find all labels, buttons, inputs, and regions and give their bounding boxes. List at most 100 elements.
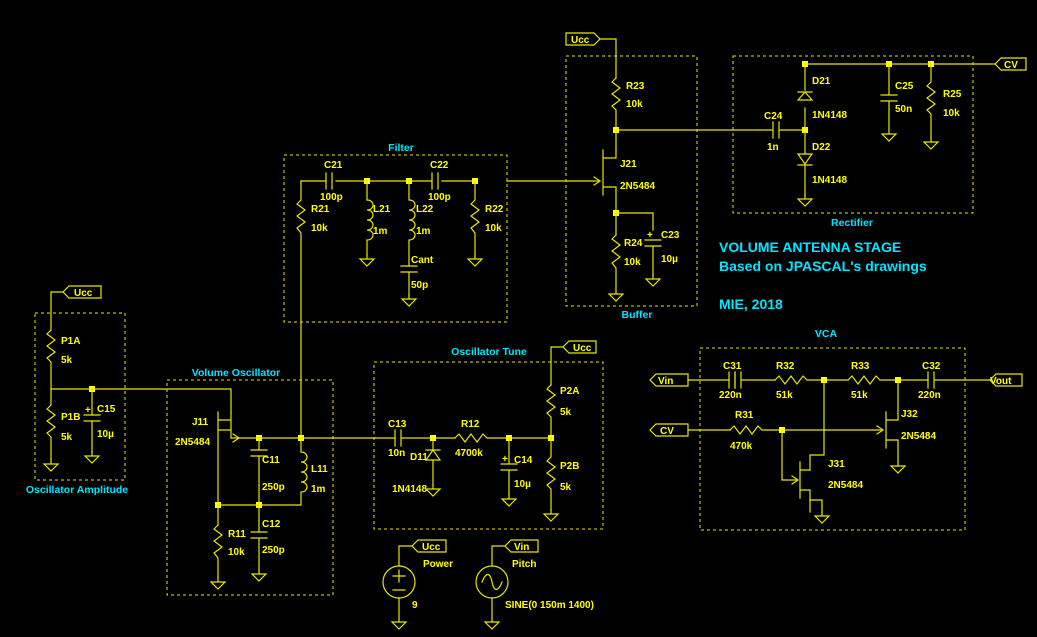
r22-value-label: 10k (485, 223, 502, 234)
svg-text:+: + (647, 230, 653, 241)
diode-D11 (424, 437, 442, 486)
resistor-R24 (611, 234, 621, 291)
cant-ref-label: Cant (411, 255, 434, 266)
c23-value-label: 10µ (661, 254, 678, 265)
ucc-flag-buffer: Ucc (565, 32, 601, 46)
c25-ref-label: C25 (895, 81, 914, 92)
c21-ref-label: C21 (324, 160, 343, 171)
p2a-value-label: 5k (560, 407, 572, 418)
vin-flag-pitch: Vin (504, 539, 539, 553)
capacitor-C11 (250, 449, 268, 506)
l22-ref-label: L22 (416, 204, 434, 215)
r22-ref-label: R22 (485, 204, 504, 215)
d21-value-label: 1N4148 (812, 110, 847, 121)
jfet-J32 (876, 379, 899, 463)
j31-ref-label: J31 (828, 459, 845, 470)
resistor-R32 (774, 375, 849, 385)
capacitor-C22 (431, 172, 439, 190)
p1a-value-label: 5k (61, 355, 73, 366)
capacitor-C15: + (83, 405, 101, 453)
l21-ref-label: L21 (373, 204, 391, 215)
capacitor-C31 (728, 371, 736, 389)
diode-D22 (796, 153, 814, 196)
c22-ref-label: C22 (430, 160, 449, 171)
r21-ref-label: R21 (311, 204, 330, 215)
c11-ref-label: C11 (262, 455, 280, 466)
sources-pitch-value-label: SINE(0 150m 1400) (505, 600, 594, 611)
rectifier-label: Rectifier (831, 217, 873, 229)
filter-block (283, 154, 508, 323)
l22-value-label: 1m (416, 226, 431, 237)
r23-value-label: 10k (626, 99, 643, 110)
title-line-3: MIE, 2018 (719, 296, 783, 312)
capacitor-C13 (394, 429, 456, 447)
vca-label: VCA (815, 328, 838, 340)
r31-ref-label: R31 (735, 410, 754, 421)
c14-value-label: 10µ (514, 479, 531, 490)
capacitor-C32 (927, 371, 991, 389)
ucc-flag-tune: Ucc (562, 340, 597, 354)
r25-value-label: 10k (943, 108, 960, 119)
r24-ref-label: R24 (624, 238, 643, 249)
j11-value-label: 2N5484 (175, 437, 210, 448)
potentiometer-P2B (546, 437, 556, 511)
j21-value-label: 2N5484 (620, 181, 655, 192)
c14-ref-label: C14 (514, 455, 533, 466)
flags-vin-label: Vin (658, 376, 673, 387)
l11-value-label: 1m (311, 484, 326, 495)
resistor-R22 (470, 180, 480, 256)
tune-label: Oscillator Tune (451, 346, 527, 358)
c15-ref-label: C15 (97, 404, 116, 415)
d11-ref-label: D11 (410, 452, 428, 463)
c13-value-label: 10n (388, 448, 405, 459)
buffer-label: Buffer (622, 309, 653, 321)
jfet-J31 (791, 461, 811, 513)
capacitor-C21 (325, 172, 333, 190)
j11-ref-label: J11 (192, 417, 209, 428)
ucc-flag-amplitude: Ucc (62, 285, 102, 299)
r11-value-label: 10k (228, 547, 245, 558)
sources-power-value-label: 9 (412, 600, 418, 611)
potentiometer-P2A (546, 384, 556, 439)
c31-value-label: 220n (719, 390, 742, 401)
inductor-L21 (366, 180, 374, 256)
resistor-R31 (729, 425, 883, 435)
ucc-flag-power: Ucc (411, 539, 447, 553)
vco-label: Volume Oscillator (192, 367, 281, 379)
cv-flag-vca: CV (649, 423, 689, 437)
flags-cv-label: CV (660, 426, 674, 437)
flags-ucc-label: Ucc (422, 542, 441, 553)
d22-ref-label: D22 (812, 142, 831, 153)
capacitor-C23: + (644, 230, 662, 276)
c31-ref-label: C31 (723, 361, 742, 372)
resistor-R25 (926, 63, 936, 139)
c15-value-label: 10µ (97, 429, 114, 440)
r24-value-label: 10k (624, 257, 641, 268)
capacitor-C24 (759, 121, 806, 139)
title-line-2: Based on JPASCAL's drawings (719, 258, 927, 274)
c13-ref-label: C13 (388, 419, 407, 430)
p2b-value-label: 5k (560, 482, 572, 493)
c23-ref-label: C23 (661, 230, 680, 241)
flags-cv-label: CV (1004, 60, 1018, 71)
c21-value-label: 100p (320, 192, 343, 203)
inductor-L11 (258, 437, 308, 506)
r32-ref-label: R32 (776, 361, 795, 372)
capacitor-C14: + (500, 437, 518, 496)
potentiometer-P1B (46, 388, 56, 461)
j21-ref-label: J21 (620, 159, 637, 170)
vco-block (166, 379, 334, 596)
svg-text:+: + (85, 405, 91, 416)
c22-value-label: 100p (428, 192, 451, 203)
r33-ref-label: R33 (851, 361, 870, 372)
title-line-1: VOLUME ANTENNA STAGE (719, 239, 901, 255)
p1b-ref-label: P1B (61, 412, 80, 423)
capacitor-Cant (400, 265, 418, 296)
vout-flag: Vout (989, 373, 1023, 387)
tune-block (373, 361, 604, 530)
rectifier-block (732, 55, 974, 214)
resistor-R33 (847, 375, 929, 385)
c11-value-label: 250p (262, 482, 285, 493)
r32-value-label: 51k (776, 390, 793, 401)
